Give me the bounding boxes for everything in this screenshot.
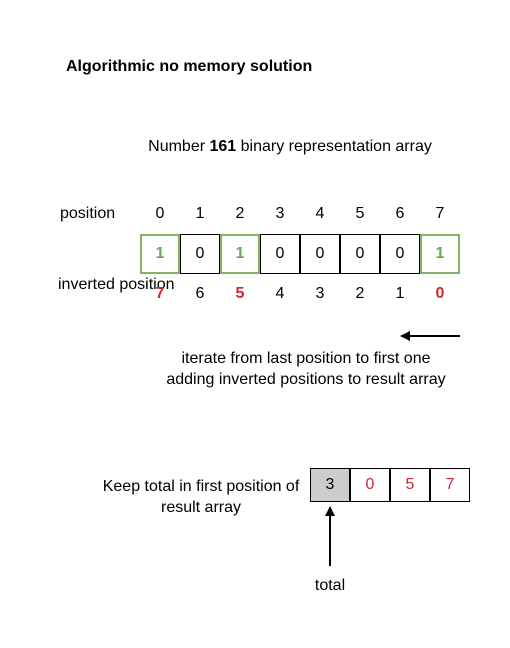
inverted-index-2: 5 (235, 285, 245, 302)
result-cell-3: 7 (430, 468, 470, 502)
inverted-index-5: 2 (355, 285, 365, 302)
bit-cell-2: 1 (220, 234, 260, 274)
inverted-index-0: 7 (155, 285, 165, 302)
position-index-4: 4 (315, 205, 325, 222)
bit-cell-0: 1 (140, 234, 180, 274)
inverted-position-row-label: inverted position (58, 276, 175, 293)
position-index-0: 0 (155, 205, 165, 222)
inverted-index-1: 6 (195, 285, 205, 302)
bit-cell-1: 0 (180, 234, 220, 274)
bit-cell-6: 0 (380, 234, 420, 274)
bit-cell-5: 0 (340, 234, 380, 274)
position-index-7: 7 (435, 205, 445, 222)
bit-cell-7: 1 (420, 234, 460, 274)
caption-suffix: binary representation array (236, 138, 432, 155)
position-index-2: 2 (235, 205, 245, 222)
inverted-index-4: 3 (315, 285, 325, 302)
keep-total-note: Keep total in first position of result a… (102, 478, 300, 516)
iterate-note: iterate from last position to first one … (166, 350, 446, 388)
array-caption: Number 161 binary representation array (0, 138, 510, 156)
position-index-6: 6 (395, 205, 405, 222)
diagram-title: Algorithmic no memory solution (66, 58, 313, 75)
inverted-index-7: 0 (435, 285, 445, 302)
position-index-5: 5 (355, 205, 365, 222)
bit-cell-4: 0 (300, 234, 340, 274)
caption-prefix: Number (148, 138, 210, 155)
inverted-index-6: 1 (395, 285, 405, 302)
result-cell-1: 0 (350, 468, 390, 502)
caption-number: 161 (209, 138, 237, 155)
position-index-3: 3 (275, 205, 285, 222)
result-cell-2: 5 (390, 468, 430, 502)
bit-cell-3: 0 (260, 234, 300, 274)
result-total-cell: 3 (310, 468, 350, 502)
inverted-index-3: 4 (275, 285, 285, 302)
position-index-1: 1 (195, 205, 205, 222)
position-row-label: position (60, 205, 116, 222)
total-label: total (314, 577, 346, 594)
